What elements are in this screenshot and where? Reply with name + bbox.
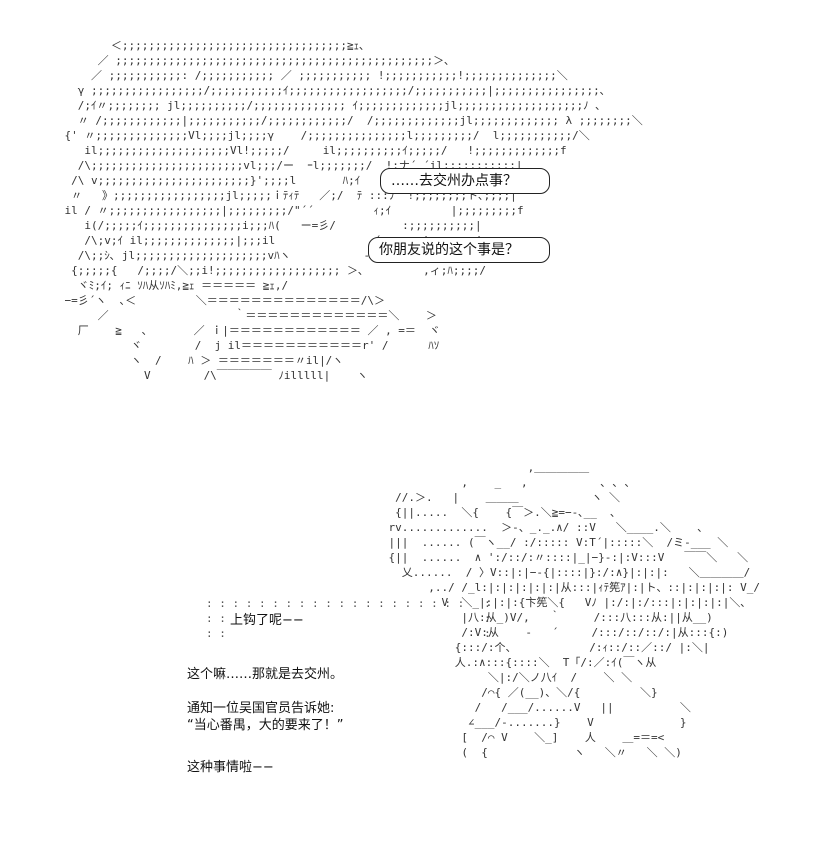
dialogue-line-2: 通知一位吴国官员告诉她:	[187, 701, 335, 716]
dialogue-line-4: 这种事情啦−−	[187, 760, 274, 775]
ascii-art-girl-upper: ＜;;;;;;;;;;;;;;;;;;;;;;;;;;;;;;;;;;≧ｪ､ ／…	[64, 39, 643, 382]
dotted-thought-frame: : : : : : : : : : : : : : : : : : : : : …	[206, 597, 491, 640]
bubble-text-travel: ……去交州办点事？	[391, 173, 517, 189]
speech-bubble-travel: ……去交州办点事？	[380, 168, 550, 194]
caption-hooked: 上钩了呢−−	[230, 613, 304, 628]
ascii-art-figure-lower: ,＿＿＿＿＿ , _ , ､ ､ ､ //.＞. | ＿＿＿ ヽ ＼ {||..…	[388, 461, 761, 759]
dialogue-line-3: “当心番禺，大的要来了！”	[187, 718, 344, 733]
bubble-text-friend: 你朋友说的这个事是？	[379, 242, 519, 258]
dialogue-line-1: 这个嘛……那就是去交州。	[187, 667, 344, 682]
speech-bubble-friend: 你朋友说的这个事是？	[368, 237, 550, 263]
